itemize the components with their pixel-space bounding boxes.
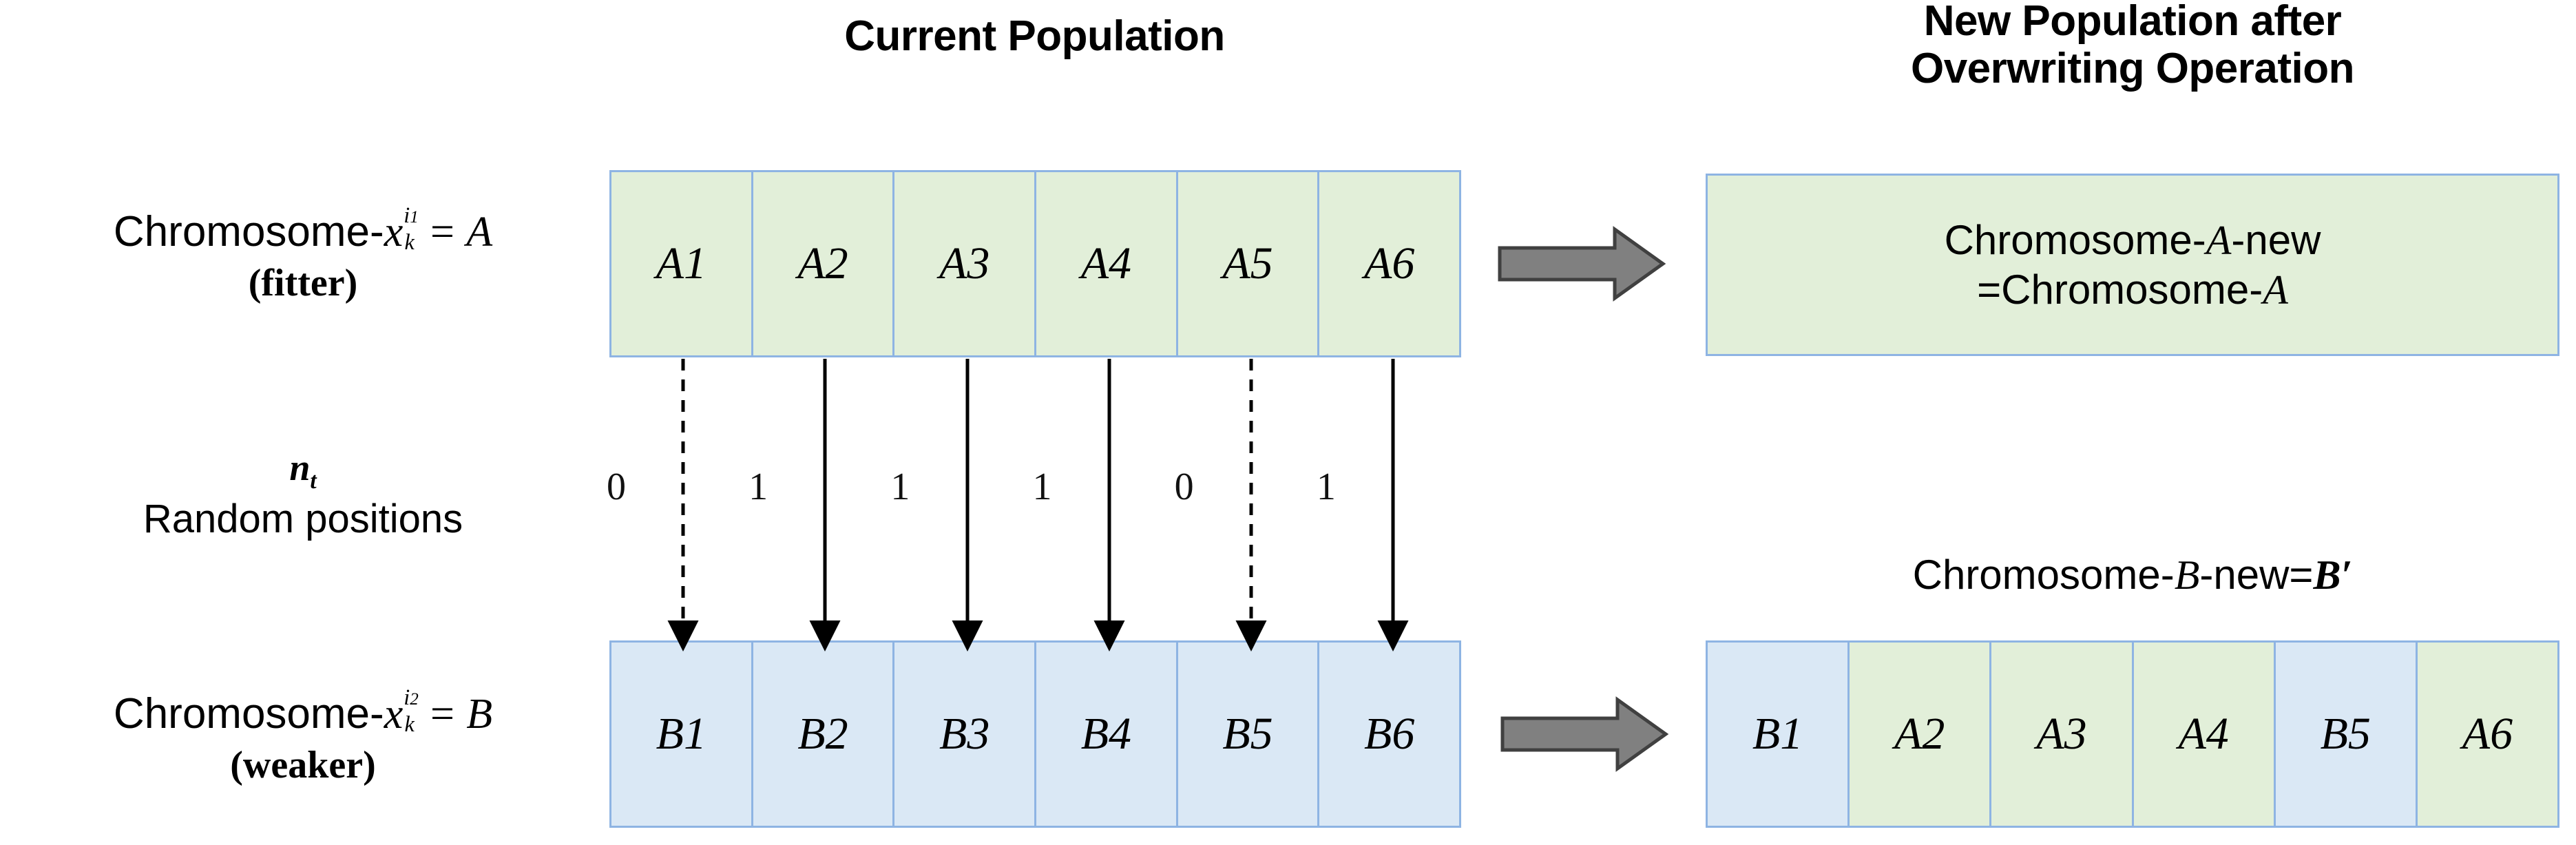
chromosome-a-strip: A1 A2 A3 A4 A5 A6 — [609, 170, 1461, 357]
chromosome-a-cell-2-label: A2 — [797, 238, 848, 289]
result-chromosome-a-line2-prefix: =Chromosome- — [1977, 266, 2263, 313]
result-chromosome-a-line2: =Chromosome-A — [1945, 265, 2321, 315]
chromosome-a-cell-5-label: A5 — [1222, 238, 1273, 289]
mask-digit-5: 0 — [1174, 466, 1194, 508]
label-chromosome-b-superscript: i2 — [404, 685, 419, 710]
chromosome-b-cell-2-label: B2 — [797, 709, 848, 759]
label-chromosome-a-prefix: Chromosome- — [113, 208, 384, 255]
chromosome-b-cell-5-label: B5 — [1222, 709, 1273, 759]
chromosome-a-cell-1-label: A1 — [656, 238, 706, 289]
heading-new-population: New Population after Overwriting Operati… — [1706, 0, 2559, 93]
result-chromosome-a-line1-suffix: -new — [2231, 216, 2321, 263]
chromosome-b-cell-1-label: B1 — [656, 709, 706, 759]
result-chromosome-a-line1-var: A — [2206, 217, 2232, 263]
result-chromosome-b-label-middle: -new= — [2199, 552, 2314, 598]
chromosome-a-cell-4-label: A4 — [1080, 238, 1132, 289]
heading-new-population-line1: New Population after — [1923, 0, 2342, 45]
chromosome-a-cell-3: A3 — [894, 172, 1037, 355]
result-chromosome-b-cell-1-label: B1 — [1752, 709, 1803, 759]
chromosome-a-cell-6: A6 — [1319, 172, 1460, 355]
label-chromosome-a-equals: = — [430, 209, 454, 255]
chromosome-a-cell-3-label: A3 — [939, 238, 990, 289]
label-chromosome-b-qualifier: (weaker) — [230, 744, 376, 787]
label-chromosome-a-superscript: i1 — [404, 202, 419, 228]
chromosome-b-cell-6-label: B6 — [1364, 709, 1415, 759]
result-chromosome-b-cell-5: B5 — [2275, 643, 2418, 826]
chromosome-b-cell-4-label: B4 — [1080, 709, 1132, 759]
result-chromosome-a-line2-var: A — [2263, 267, 2288, 313]
result-chromosome-b-label: Chromosome-B-new=B′ — [1706, 551, 2559, 599]
result-chromosome-b-cell-2: A2 — [1850, 643, 1992, 826]
heading-current-population-text: Current Population — [844, 12, 1225, 60]
heading-current-population: Current Population — [606, 12, 1463, 60]
result-chromosome-b-strip: B1 A2 A3 A4 B5 A6 — [1706, 640, 2559, 828]
mask-digit-1: 0 — [607, 466, 626, 508]
chromosome-b-cell-6: B6 — [1319, 643, 1460, 826]
label-chromosome-a-value: A — [466, 209, 493, 255]
label-chromosome-a-superscript-index: 1 — [410, 208, 419, 227]
result-chromosome-b-cell-5-label: B5 — [2320, 709, 2371, 759]
label-chromosome-a-qualifier: (fitter) — [248, 262, 358, 305]
label-chromosome-b-var: x — [384, 691, 404, 738]
label-chromosome-b-prefix: Chromosome- — [113, 690, 384, 738]
chromosome-b-cell-4: B4 — [1036, 643, 1178, 826]
label-random-symbol: nt — [7, 446, 599, 494]
chromosome-a-cell-2: A2 — [753, 172, 895, 355]
result-chromosome-b-cell-4: A4 — [2133, 643, 2276, 826]
label-random-symbol-sub: t — [310, 468, 317, 494]
mask-digit-6: 1 — [1316, 466, 1336, 508]
result-chromosome-b-cell-4-label: A4 — [2178, 709, 2229, 759]
chromosome-b-cell-3-label: B3 — [939, 709, 990, 759]
heading-new-population-line2: Overwriting Operation — [1910, 45, 2355, 93]
mask-digit-3: 1 — [890, 466, 910, 508]
chromosome-b-cell-3: B3 — [894, 643, 1037, 826]
mask-digit-4: 1 — [1032, 466, 1052, 508]
chromosome-a-cell-6-label: A6 — [1364, 238, 1415, 289]
result-chromosome-a-line1: Chromosome-A-new — [1945, 216, 2321, 265]
result-chromosome-b-label-prefix: Chromosome- — [1912, 552, 2175, 598]
mask-digit-row: 0 1 1 1 0 1 — [607, 465, 1461, 520]
label-chromosome-b-value: B — [466, 691, 493, 738]
right-block-arrow-icon-top — [1498, 226, 1666, 302]
label-chromosome-a-subscript: k — [404, 229, 415, 254]
result-chromosome-b-label-var: B — [2174, 552, 2200, 598]
chromosome-a-cell-4: A4 — [1036, 172, 1178, 355]
chromosome-a-cell-1: A1 — [611, 172, 753, 355]
right-block-arrow-icon-bottom — [1500, 696, 1669, 772]
label-random-text: Random positions — [143, 496, 463, 541]
label-random-symbol-base: n — [289, 447, 311, 488]
result-chromosome-b-cell-1: B1 — [1708, 643, 1850, 826]
result-chromosome-b-cell-3-label: A3 — [2036, 709, 2087, 759]
chromosome-b-strip: B1 B2 B3 B4 B5 B6 — [609, 640, 1461, 828]
label-random-positions: nt Random positions — [7, 446, 599, 542]
mask-digit-2: 1 — [748, 466, 768, 508]
label-chromosome-b-equals: = — [430, 691, 454, 738]
result-chromosome-b-label-result-var: B′ — [2313, 552, 2353, 598]
result-chromosome-a-text: Chromosome-A-new =Chromosome-A — [1945, 216, 2321, 315]
label-chromosome-a-var: x — [384, 209, 404, 255]
result-chromosome-a-panel: Chromosome-A-new =Chromosome-A — [1706, 174, 2559, 356]
result-chromosome-b-cell-3: A3 — [1991, 643, 2134, 826]
label-chromosome-b-subscript: k — [404, 711, 415, 736]
result-chromosome-b-cell-6: A6 — [2417, 643, 2558, 826]
chromosome-b-cell-5: B5 — [1177, 643, 1320, 826]
result-chromosome-b-cell-2-label: A2 — [1894, 709, 1945, 759]
chromosome-b-cell-2: B2 — [753, 643, 895, 826]
result-chromosome-a-line1-prefix: Chromosome- — [1944, 216, 2206, 263]
label-chromosome-b-superscript-index: 2 — [410, 690, 419, 709]
result-chromosome-b-cell-6-label: A6 — [2462, 709, 2513, 759]
chromosome-b-cell-1: B1 — [611, 643, 753, 826]
chromosome-a-cell-5: A5 — [1177, 172, 1320, 355]
